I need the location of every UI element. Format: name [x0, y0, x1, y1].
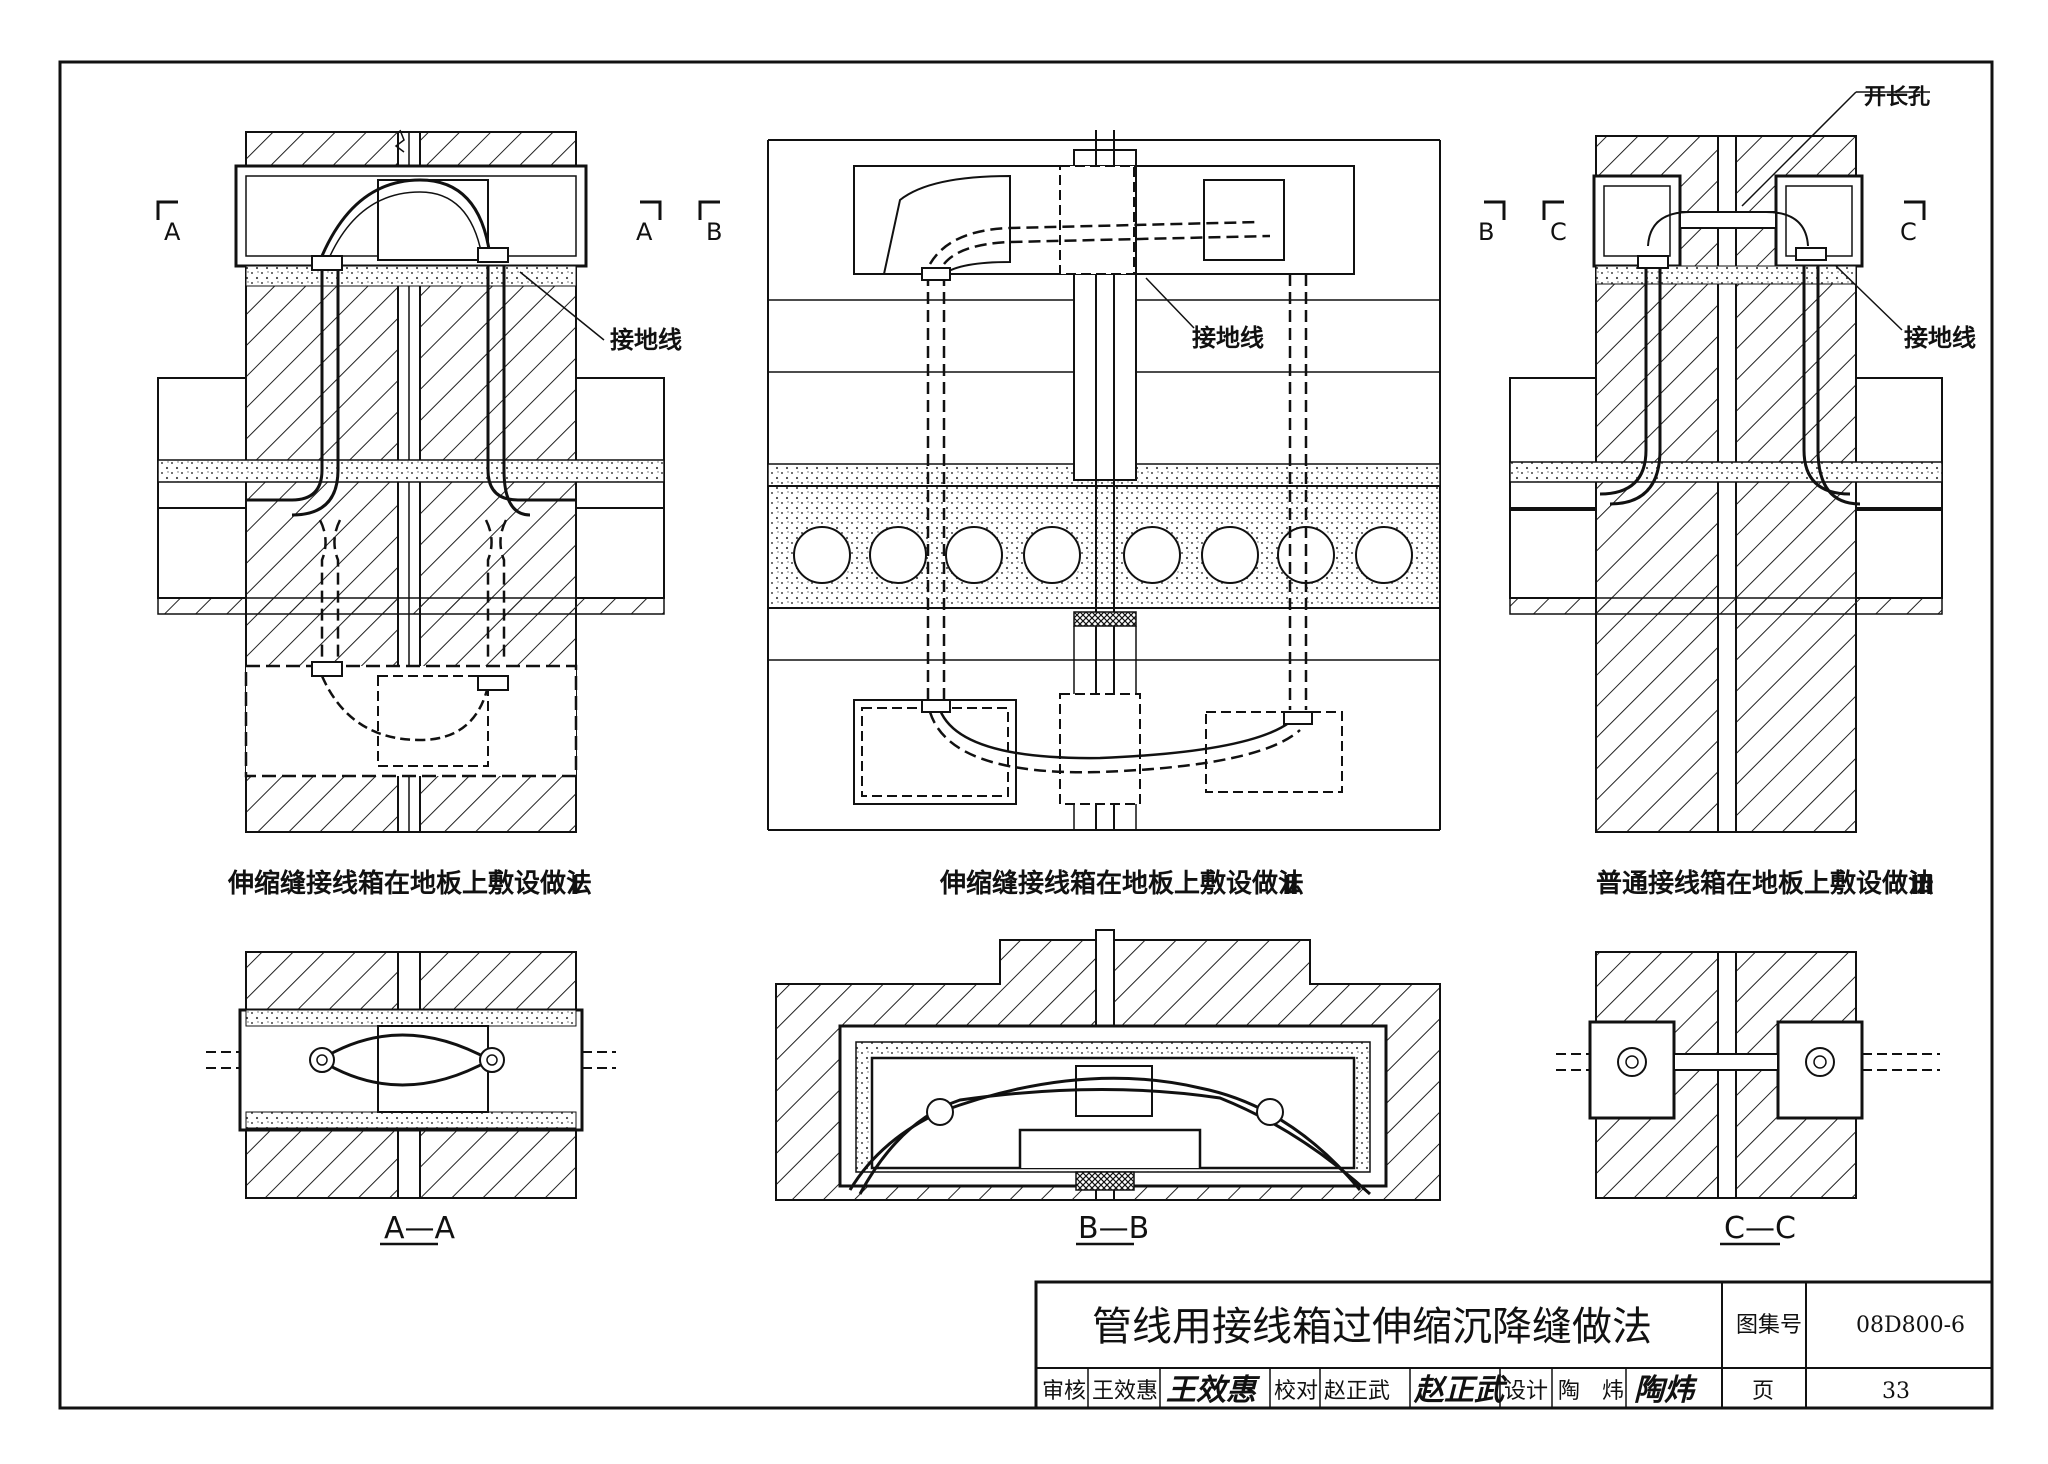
slot-opening-label: 开长孔 [1864, 85, 1930, 110]
section-mark-c-left: C [1550, 218, 1567, 246]
check-signature: 赵正武 [1413, 1373, 1508, 1408]
detail-3-numeral: Ⅲ [1910, 871, 1935, 901]
review-signature: 王效惠 [1166, 1373, 1261, 1408]
detail-3-caption: 普通接线箱在地板上敷设做法 [1596, 868, 1934, 899]
section-cc-drawing [1556, 951, 1940, 1246]
detail-1-plan [156, 129, 665, 833]
section-aa-drawing [206, 951, 616, 1246]
detail-1-numeral: Ⅰ [570, 871, 580, 901]
detail-2-numeral: Ⅱ [1282, 871, 1299, 901]
ground-wire-label-3: 接地线 [1904, 324, 1976, 352]
section-bb-label: B—B [1078, 1211, 1149, 1246]
section-mark-b-right: B [1478, 218, 1494, 246]
sheet-title: 管线用接线箱过伸缩沉降缝做法 [1092, 1304, 1652, 1350]
check-name: 赵正武 [1324, 1379, 1390, 1404]
section-bb-drawing [775, 929, 1441, 1246]
sheet-border [58, 60, 1994, 1410]
title-block [1034, 1280, 1994, 1410]
section-mark-a-right: A [636, 218, 653, 246]
atlas-label: 图集号 [1736, 1313, 1802, 1338]
detail-3-plan [1509, 91, 1943, 833]
design-signature: 陶炜 [1634, 1373, 1698, 1408]
detail-1-caption: 伸缩缝接线箱在地板上敷设做法 [227, 868, 592, 899]
design-name: 陶 炜 [1558, 1379, 1624, 1404]
ground-wire-label-1: 接地线 [610, 326, 682, 354]
check-label: 校对 [1274, 1379, 1318, 1404]
review-name: 王效惠 [1092, 1379, 1158, 1404]
section-mark-b-left: B [706, 218, 722, 246]
section-cc-label: C—C [1724, 1211, 1796, 1246]
page-number: 33 [1882, 1379, 1910, 1404]
page-label: 页 [1752, 1379, 1774, 1404]
design-label: 设计 [1504, 1379, 1548, 1404]
section-mark-a-left: A [164, 218, 181, 246]
section-aa-label: A—A [384, 1211, 456, 1246]
review-label: 审核 [1042, 1379, 1086, 1404]
ground-wire-label-2: 接地线 [1192, 324, 1264, 352]
detail-2-caption: 伸缩缝接线箱在地板上敷设做法 [939, 868, 1304, 899]
detail-2-plan [698, 130, 1506, 831]
atlas-number: 08D800-6 [1856, 1313, 1965, 1338]
section-mark-c-right: C [1900, 218, 1917, 246]
